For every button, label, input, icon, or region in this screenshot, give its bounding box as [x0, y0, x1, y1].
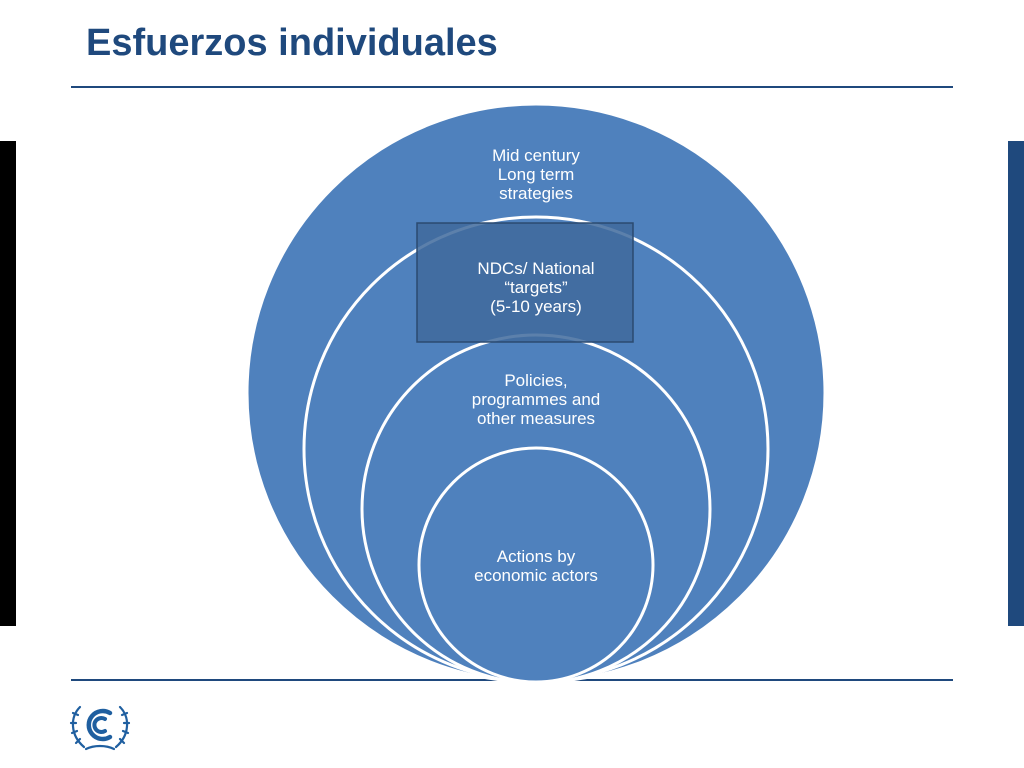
double-c-icon — [86, 708, 113, 742]
slide-title: Esfuerzos individuales — [86, 22, 498, 64]
level-4-label: Actions by economic actors — [474, 547, 598, 585]
left-accent-bar — [0, 141, 16, 626]
level-3-label: Policies, programmes and other measures — [471, 371, 601, 428]
level-2-label: NDCs/ National “targets” (5-10 years) — [477, 259, 595, 316]
title-divider — [71, 86, 953, 88]
highlight-box — [416, 222, 634, 343]
circle-level-4 — [417, 446, 655, 684]
right-accent-bar — [1008, 141, 1024, 626]
unfccc-emblem-icon — [69, 705, 131, 751]
laurel-wreath-icon — [69, 705, 131, 751]
level-1-label: Mid century Long term strategies — [492, 146, 580, 203]
